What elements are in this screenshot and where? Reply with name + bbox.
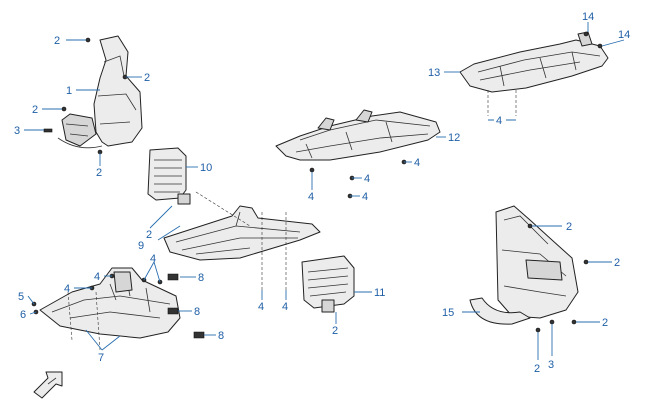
callout-2: 2 [602, 317, 608, 329]
callout-12: 12 [448, 132, 460, 144]
middle-skid-plate [275, 109, 441, 199]
callout-4: 4 [364, 173, 370, 185]
rear-skid-plate [459, 31, 609, 116]
callout-2: 2 [32, 104, 38, 116]
right-fender-guard [469, 205, 589, 333]
callout-4: 4 [282, 301, 288, 313]
callout-4: 4 [64, 283, 70, 295]
callout-9: 9 [138, 240, 144, 252]
center-vent-grille [147, 147, 191, 205]
callout-4: 4 [150, 253, 156, 265]
callout-3: 3 [14, 125, 20, 137]
callout-14: 14 [618, 29, 630, 41]
callout-4: 4 [258, 301, 264, 313]
callout-2: 2 [332, 325, 338, 337]
callout-7: 7 [98, 352, 104, 364]
callout-4: 4 [496, 115, 502, 127]
callout-4: 4 [414, 157, 420, 169]
callout-15: 15 [442, 307, 454, 319]
callout-5: 5 [18, 291, 24, 303]
callout-1: 1 [66, 85, 72, 97]
callout-2: 2 [146, 229, 152, 241]
callout-11: 11 [374, 287, 385, 299]
direction-arrow-icon [33, 371, 63, 399]
callout-10: 10 [200, 162, 212, 174]
callout-8: 8 [198, 272, 204, 284]
callout-13: 13 [428, 67, 440, 79]
callout-4: 4 [94, 271, 100, 283]
center-skid-plate [163, 191, 321, 290]
callout-2: 2 [54, 35, 60, 47]
callout-14: 14 [582, 11, 594, 23]
callout-labels: 2 2 1 2 3 2 10 2 9 4 4 8 4 5 6 8 7 8 4 4… [14, 11, 630, 375]
callout-8: 8 [218, 330, 224, 342]
callout-8: 8 [194, 306, 200, 318]
callout-3: 3 [548, 359, 554, 371]
callout-4: 4 [308, 191, 314, 203]
leader-lines [24, 22, 625, 360]
callout-2: 2 [144, 72, 150, 84]
callout-4: 4 [362, 191, 368, 203]
callout-6: 6 [20, 309, 26, 321]
callout-2: 2 [566, 221, 572, 233]
callout-2: 2 [614, 257, 620, 269]
callout-2: 2 [96, 167, 102, 179]
lower-frame-bracket [31, 267, 205, 351]
front-left-fender-guard [43, 35, 143, 155]
callout-2: 2 [534, 363, 540, 375]
lower-vent-grille [301, 255, 355, 313]
